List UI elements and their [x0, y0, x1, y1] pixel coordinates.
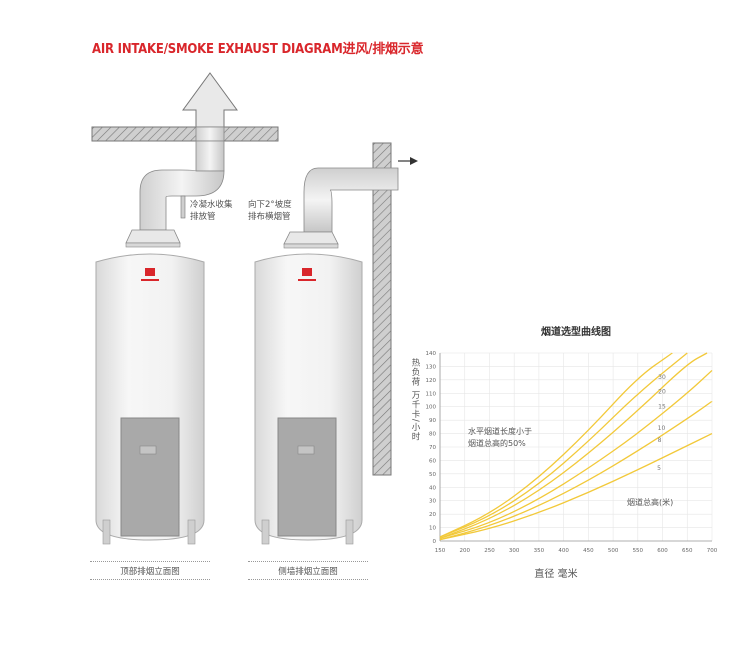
- caption-line: 冷凝水收集: [190, 200, 233, 210]
- y-tick-label: 70: [429, 445, 436, 451]
- series-line-8: [439, 400, 713, 541]
- y-tick-label: 120: [426, 378, 437, 384]
- y-tick-label: 130: [426, 364, 437, 370]
- left-water-heater: [95, 253, 205, 545]
- y-tick-label: 140: [426, 351, 437, 357]
- y-tick-label: 90: [429, 418, 436, 424]
- diagram-title: AIR INTAKE/SMOKE EXHAUST DIAGRAM进风/排烟示意: [92, 42, 424, 57]
- annotation-line-2: 烟道总高的50%: [468, 438, 526, 448]
- y-axis-label: 热负荷 万千卡/小时: [410, 358, 420, 442]
- y-tick-label: 110: [426, 391, 437, 397]
- x-tick-label: 650: [682, 548, 693, 554]
- condensate-pipe: [180, 195, 186, 219]
- x-tick-label: 550: [633, 548, 644, 554]
- series-label-15: 15: [658, 403, 666, 410]
- right-water-heater: [254, 253, 363, 545]
- y-tick-label: 30: [429, 499, 436, 505]
- y-tick-label: 80: [429, 432, 436, 438]
- x-tick-label: 600: [657, 548, 668, 554]
- series-label-10: 10: [658, 425, 666, 432]
- x-tick-label: 300: [509, 548, 520, 554]
- x-tick-label: 500: [608, 548, 619, 554]
- x-tick-label: 200: [459, 548, 470, 554]
- brand-logo: [298, 268, 316, 281]
- series-line-15: [439, 352, 708, 539]
- side-exhaust-elevation-label: 侧墙排烟立面图: [248, 561, 368, 580]
- series-line-20: [439, 352, 688, 538]
- series-line-5: [439, 432, 713, 541]
- series-label-20: 20: [658, 389, 666, 396]
- brand-logo: [141, 268, 159, 281]
- y-tick-label: 10: [429, 526, 436, 532]
- ceiling-slab: [91, 126, 279, 142]
- x-tick-label: 400: [558, 548, 569, 554]
- series-label-30: 30: [658, 374, 666, 381]
- series-line-30: [439, 352, 673, 538]
- exhaust-side-arrow: [410, 157, 418, 165]
- series-line-10: [439, 369, 713, 539]
- chart-title: 烟道选型曲线图: [541, 325, 611, 338]
- y-tick-label: 20: [429, 512, 436, 518]
- x-tick-label: 150: [435, 548, 446, 554]
- caption-line: 向下2°坡度: [248, 200, 292, 210]
- caption-line: 排放管: [190, 212, 216, 222]
- series-label-5: 5: [657, 465, 661, 472]
- y-tick-label: 0: [433, 539, 437, 545]
- x-tick-label: 250: [484, 548, 495, 554]
- y-tick-label: 40: [429, 485, 436, 491]
- side-wall: [372, 142, 392, 476]
- y-tick-label: 100: [426, 405, 437, 411]
- annotation-line-1: 水平烟道长度小于: [468, 426, 532, 436]
- y-tick-label: 50: [429, 472, 436, 478]
- x-tick-label: 700: [707, 548, 718, 554]
- slope-caption: 向下2°坡度 排布横烟管: [248, 199, 292, 223]
- x-tick-label: 450: [583, 548, 594, 554]
- y-tick-label: 60: [429, 458, 436, 464]
- x-tick-label: 350: [534, 548, 545, 554]
- x-axis-label: 直径 毫米: [534, 567, 577, 580]
- condensate-caption: 冷凝水收集 排放管: [190, 199, 233, 223]
- series-label-8: 8: [658, 437, 662, 444]
- top-exhaust-elevation-label: 顶部排烟立面图: [90, 561, 210, 580]
- caption-line: 排布横烟管: [248, 212, 291, 222]
- series-label-title: 烟道总高(米): [627, 497, 673, 507]
